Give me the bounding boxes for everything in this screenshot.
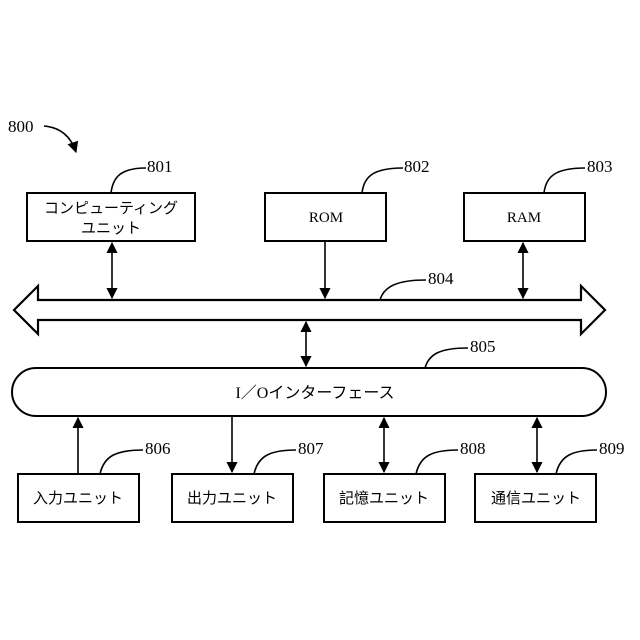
output-unit-ref-leader (254, 450, 296, 474)
bus-ref-leader (380, 280, 426, 300)
storage-unit-ref: 808 (460, 439, 486, 458)
io-interface-ref: 805 (470, 337, 496, 356)
storage-unit-ref-leader (416, 450, 458, 474)
figure-ref-arrow (44, 126, 76, 152)
ram-ref-leader (544, 168, 585, 193)
rom-ref: 802 (404, 157, 430, 176)
computing-unit-ref-leader (111, 168, 146, 193)
bus-arrow (14, 286, 605, 334)
storage-unit-label: 記憶ユニット (339, 490, 429, 507)
rom-ref-leader (362, 168, 403, 193)
output-unit-label: 出力ユニット (187, 490, 277, 507)
computing-unit-label-line2: ユニット (81, 221, 141, 237)
communication-unit-label: 通信ユニット (491, 490, 581, 507)
communication-unit-ref: 809 (599, 439, 625, 458)
computing-unit-label-line1: コンピューティング (44, 200, 178, 217)
input-unit-ref-leader (100, 450, 143, 474)
output-unit-ref: 807 (298, 439, 324, 458)
figure-ref-label: 800 (8, 117, 34, 136)
input-unit-ref: 806 (145, 439, 171, 458)
io-interface-ref-leader (425, 348, 468, 368)
communication-unit-ref-leader (556, 450, 597, 474)
computing-unit-ref: 801 (147, 157, 173, 176)
bus-ref: 804 (428, 269, 454, 288)
rom-label: ROM (309, 210, 343, 226)
ram-ref: 803 (587, 157, 613, 176)
io-interface-label: I／Oインターフェース (235, 384, 394, 402)
ram-label: RAM (507, 210, 541, 226)
input-unit-label: 入力ユニット (33, 490, 123, 507)
